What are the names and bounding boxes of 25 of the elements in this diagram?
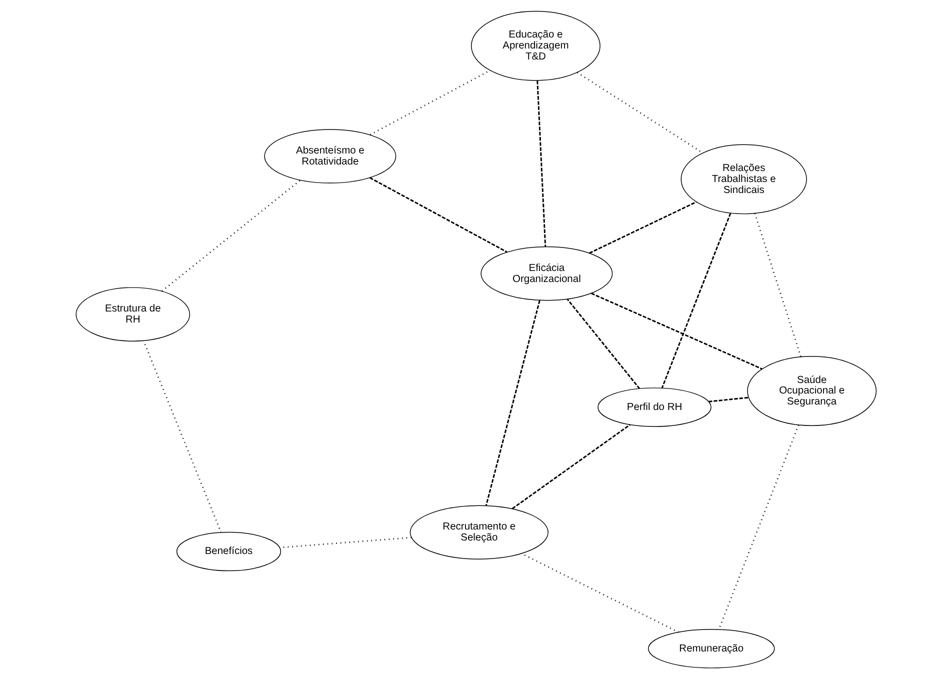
node-ellipse: Saúde Ocupacional e Segurança xyxy=(747,356,877,426)
node-ellipse: Remuneração xyxy=(648,629,775,668)
node-ellipse: Eficácia Organizacional xyxy=(480,246,613,301)
connector xyxy=(279,536,412,548)
connector xyxy=(162,180,300,292)
connector xyxy=(718,424,800,630)
node-ellipse: Relações Trabalhistas e Sindicais xyxy=(680,144,807,214)
node-ellipse: Recrutamento e Seleção xyxy=(410,505,548,560)
connector xyxy=(591,292,762,370)
node-ellipse: Benefícios xyxy=(176,532,282,572)
connector xyxy=(754,213,802,358)
connector xyxy=(566,298,640,390)
connector xyxy=(661,213,732,388)
connector xyxy=(370,70,490,136)
connector xyxy=(370,177,508,253)
node-ellipse: Educação e Aprendizagem T&D xyxy=(470,10,600,81)
connector xyxy=(485,300,540,506)
node-ellipse: Absenteísmo e Rotatividade xyxy=(264,129,396,184)
connector xyxy=(536,80,546,247)
connector xyxy=(512,424,631,510)
node-ellipse: Perfil do RH xyxy=(598,388,712,427)
connector xyxy=(589,201,697,254)
connector xyxy=(708,396,749,402)
node-ellipse: Estrutura de RH xyxy=(76,287,190,342)
connector xyxy=(576,72,704,154)
